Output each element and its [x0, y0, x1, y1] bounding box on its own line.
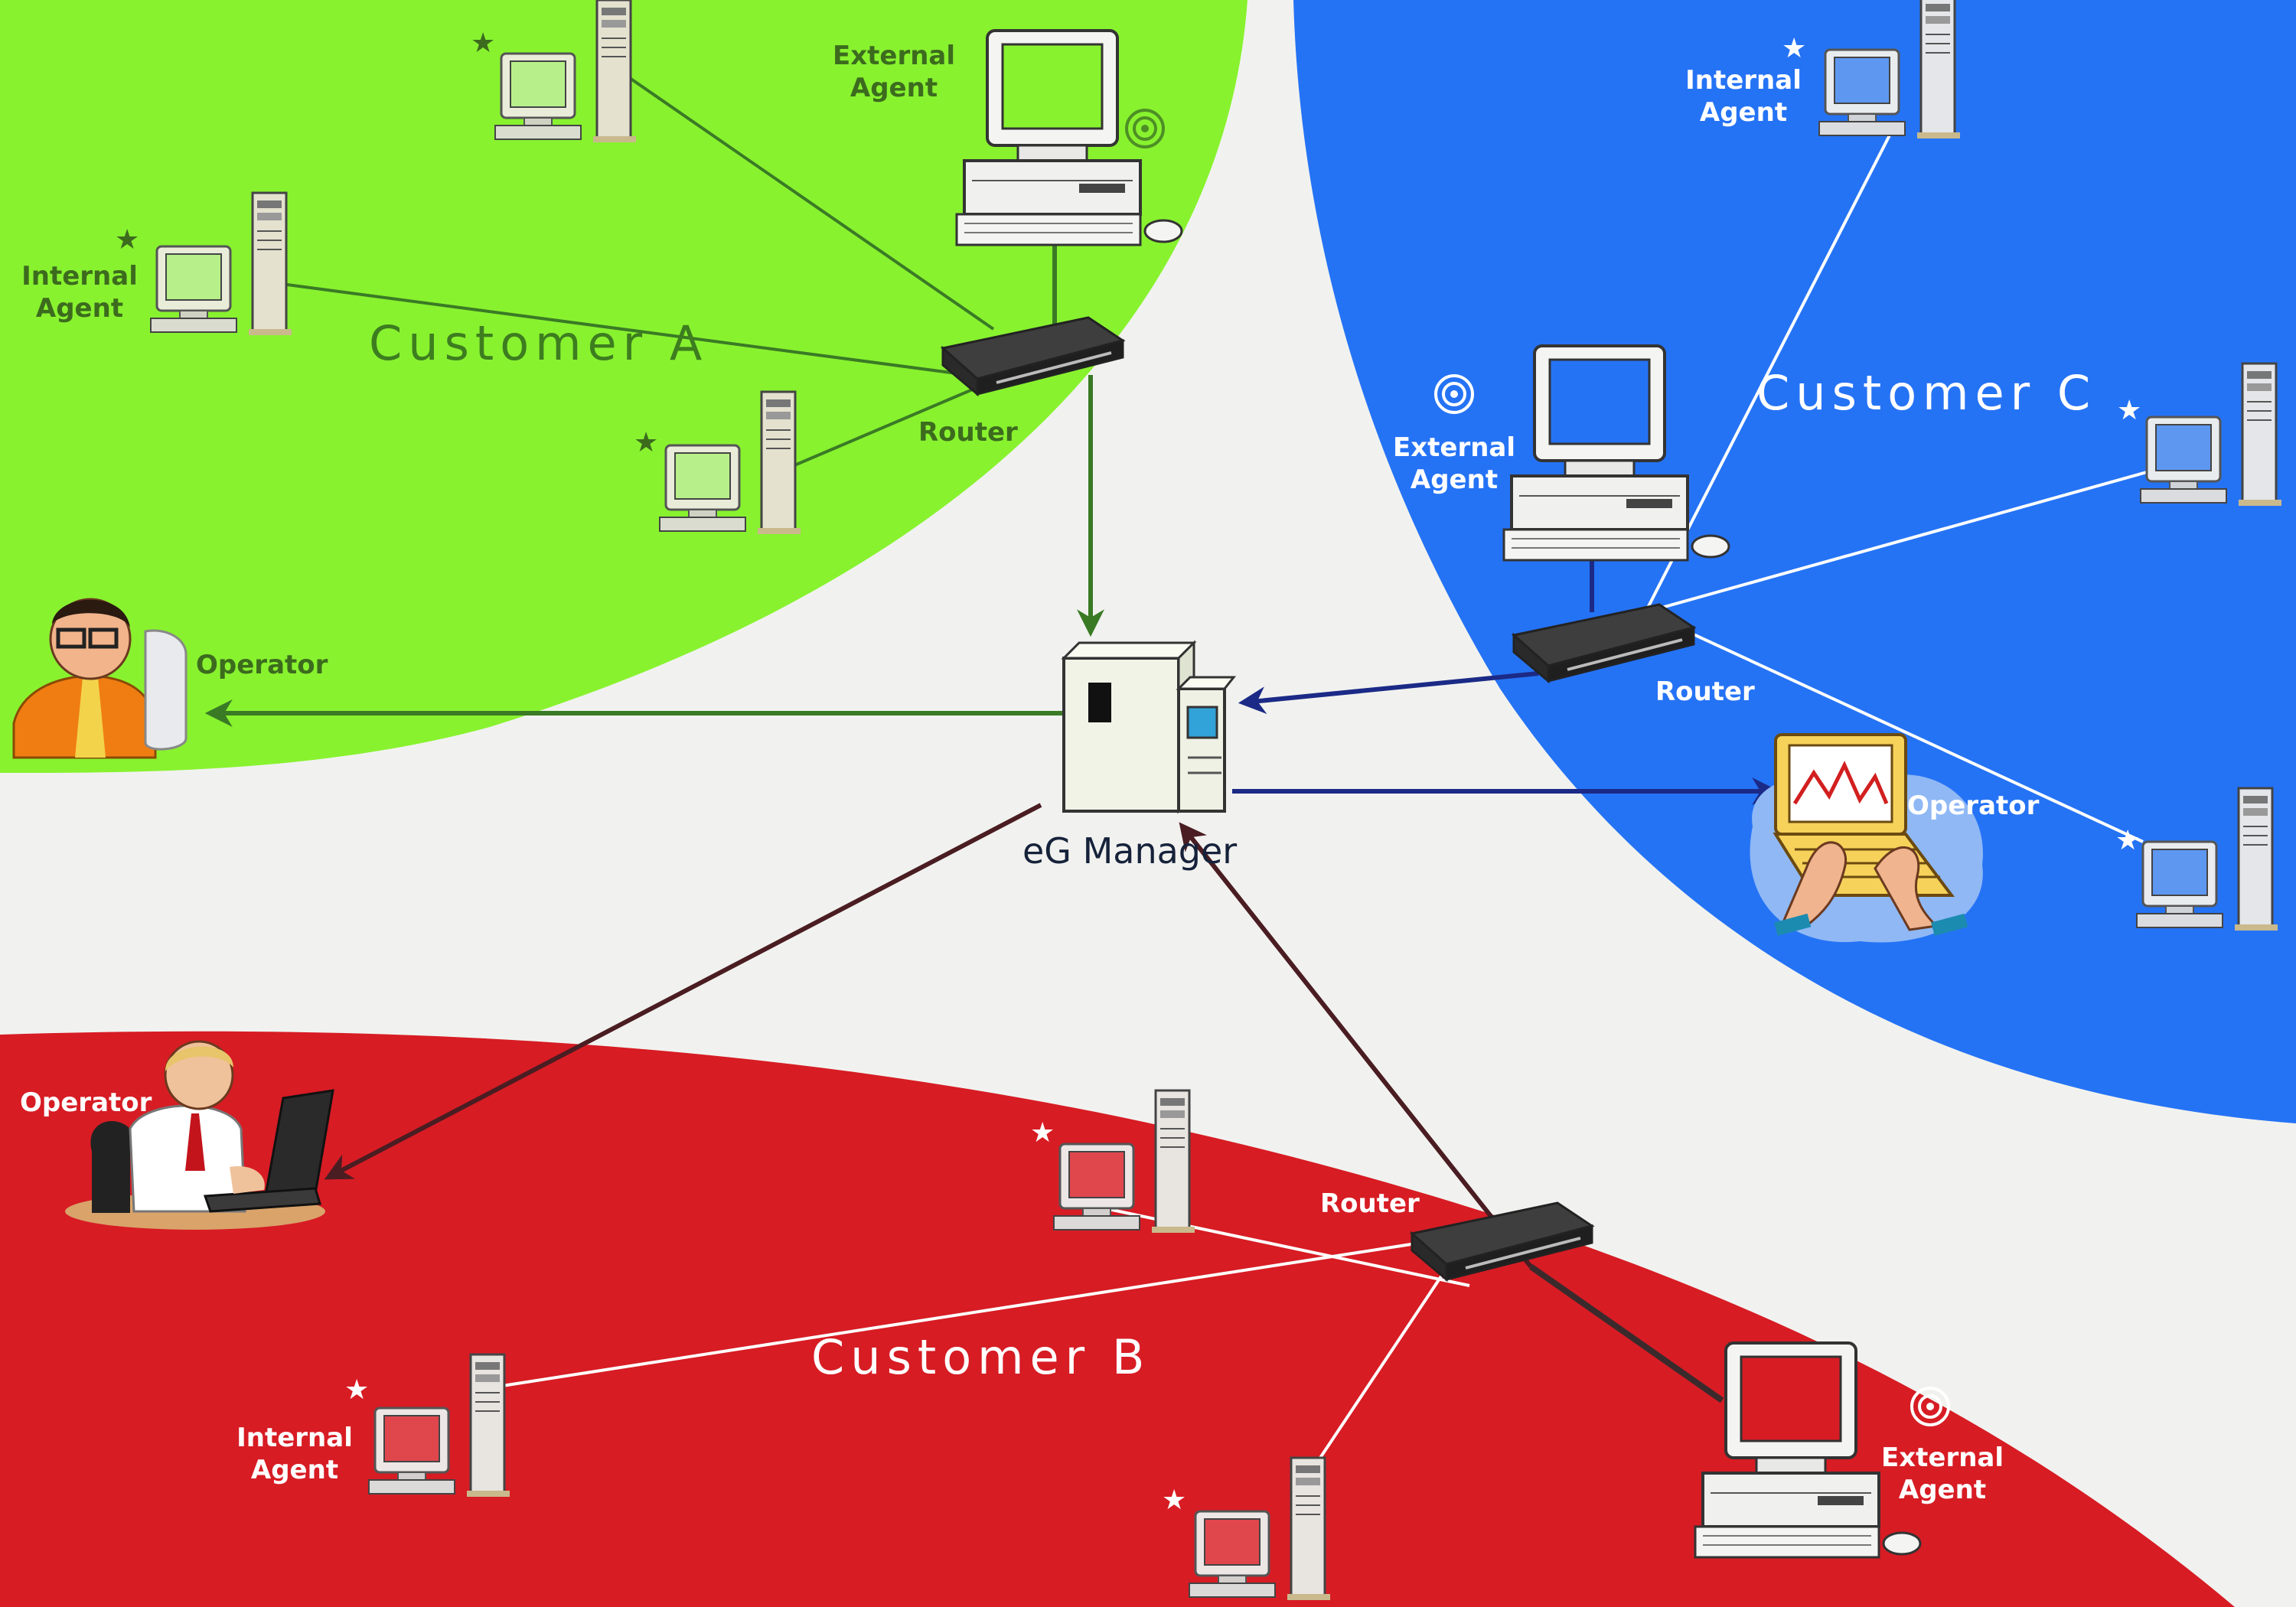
label-line-2: Agent — [850, 73, 938, 103]
customer-c-operator-laptop — [1750, 733, 1983, 943]
star-icon: ★ — [1162, 1485, 1186, 1516]
customer-b-title: Customer B — [811, 1329, 1150, 1385]
label-line-2: Agent — [1899, 1475, 1986, 1505]
star-icon: ★ — [2115, 825, 2140, 856]
customer-b-operator-label: Operator — [20, 1087, 152, 1118]
customer-a-external-agent-pc — [955, 29, 1183, 246]
customer-a-router-label: Router — [918, 417, 1018, 448]
customer-c-external-agent-pc — [1502, 344, 1730, 562]
star-icon: ★ — [344, 1374, 369, 1406]
label-line-2: Agent — [1700, 97, 1787, 128]
eg-manager-label: eG Manager — [1022, 830, 1237, 872]
customer-b-external-agent-pc — [1694, 1341, 1922, 1559]
customer-c-router-to-manager-arrow — [1238, 671, 1539, 715]
customer-b-network — [324, 803, 1724, 1482]
customer-b-operator-figure — [65, 1040, 334, 1230]
customer-a-operator-label: Operator — [196, 650, 328, 680]
customer-b-router-label: Router — [1320, 1188, 1420, 1219]
customer-b-region — [0, 1031, 2235, 1607]
eg-manager-server-icon — [1061, 640, 1237, 814]
customer-a-region — [0, 0, 1247, 773]
star-icon: ★ — [471, 28, 495, 59]
label-line-2: Agent — [251, 1455, 338, 1485]
customer-c-region — [1293, 0, 2296, 1123]
label-line-2: Agent — [36, 293, 123, 324]
star-icon: ★ — [2117, 395, 2141, 426]
label-line-2: Agent — [1411, 464, 1498, 495]
customer-c-network — [1232, 125, 2167, 843]
manager-to-customer-b-operator-arrow — [324, 803, 1042, 1180]
customer-a-title: Customer A — [369, 315, 708, 371]
customer-a-operator-figure — [12, 598, 188, 759]
customer-b-agent-to-manager-arrow — [1179, 822, 1533, 1268]
star-icon: ★ — [1030, 1117, 1055, 1149]
star-icon: ★ — [115, 224, 139, 256]
star-icon: ★ — [634, 427, 658, 458]
customer-c-operator-label: Operator — [1907, 790, 2040, 821]
customer-c-title: Customer C — [1756, 365, 2096, 421]
star-icon: ★ — [1782, 33, 1806, 64]
customer-c-router-label: Router — [1655, 676, 1755, 707]
